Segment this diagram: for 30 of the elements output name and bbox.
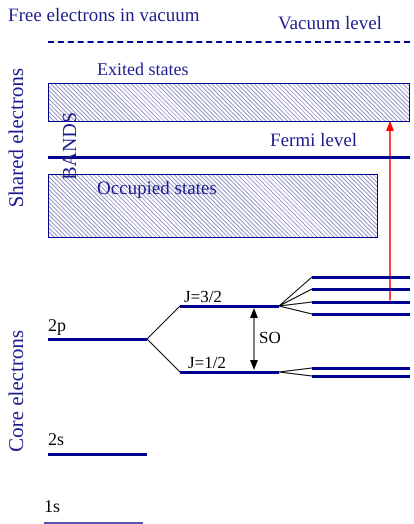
- level-label: 2p: [48, 316, 66, 334]
- connector-line: [278, 306, 312, 314]
- level-label: Fermi level: [270, 131, 358, 150]
- connector-line: [278, 368, 312, 372]
- connector-line: [278, 276, 312, 306]
- energy-level-line: [312, 276, 410, 278]
- arrow: [250, 308, 258, 370]
- band-label: BANDS: [60, 112, 80, 180]
- band-label: Exited states: [97, 60, 188, 78]
- connector-line: [278, 372, 312, 376]
- connector-line: [146, 338, 180, 372]
- energy-level-line: [312, 300, 410, 304]
- axis-label: Shared electrons: [6, 68, 27, 208]
- level-label: J=3/2: [184, 288, 222, 305]
- connector-line: [278, 302, 312, 306]
- energy-level-line: [312, 288, 410, 290]
- edge-label: SO: [259, 329, 281, 346]
- connector-line: [146, 306, 180, 340]
- level-label: 1s: [44, 497, 60, 515]
- energy-level-line: [312, 374, 410, 378]
- band-label: Occupied states: [97, 179, 217, 198]
- energy-level-line: [312, 366, 410, 370]
- level-label: Vacuum level: [278, 14, 382, 33]
- connector-line: [278, 288, 312, 306]
- level-label: J=1/2: [188, 354, 226, 371]
- arrow: [386, 121, 394, 300]
- heading-label: Free electrons in vacuum: [8, 6, 200, 25]
- energy-level-line: [312, 312, 410, 316]
- axis-label: Core electrons: [6, 330, 27, 452]
- level-label: 2s: [48, 430, 64, 448]
